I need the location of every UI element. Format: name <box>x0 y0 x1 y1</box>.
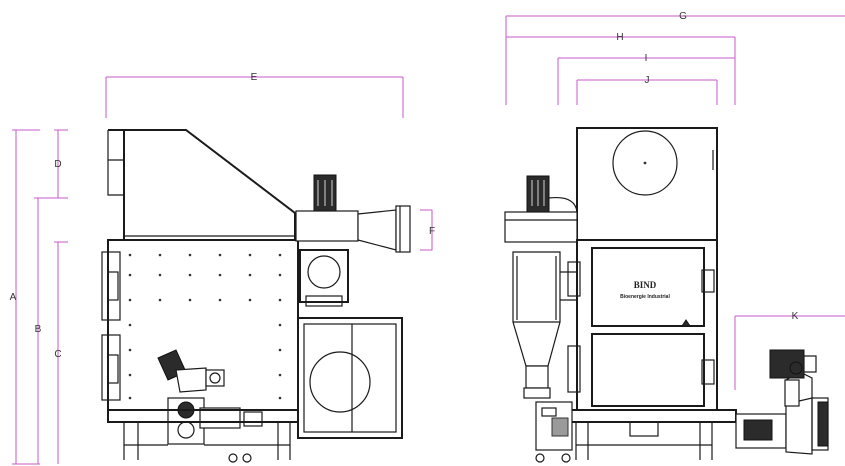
right-hopper-opening <box>612 130 678 196</box>
right-upper-panel <box>591 247 705 327</box>
brand-plate: BIND Bioenergie Industrial <box>620 280 670 300</box>
right-view-boiler: BIND Bioenergie Industrial <box>504 127 829 463</box>
right-view-dimensions: G H I J K <box>505 11 845 390</box>
dim-line-a <box>12 129 40 465</box>
right-hopper <box>576 127 718 241</box>
dim-label-k: K <box>792 311 799 322</box>
dim-label-j: J <box>645 75 650 86</box>
dim-line-c <box>54 241 68 464</box>
right-lower-panel <box>591 333 705 407</box>
left-exhaust-duct <box>357 209 397 251</box>
dim-label-c: C <box>54 349 61 360</box>
dim-line-f <box>420 209 433 251</box>
dim-line-j <box>576 79 718 105</box>
right-feed-auger <box>735 349 829 455</box>
dim-label-a: A <box>10 292 17 303</box>
dim-line-e <box>105 76 404 118</box>
dim-label-h: H <box>616 32 623 43</box>
left-upper-cyclone-box <box>299 249 349 303</box>
dim-label-b: B <box>35 324 42 335</box>
left-view-dimensions: A B C D E F <box>10 72 435 465</box>
brand-name: BIND <box>634 280 657 290</box>
right-ash-cart <box>535 401 573 463</box>
brand-subtitle: Bioenergie Industrial <box>620 294 670 300</box>
right-cyclone <box>512 251 577 399</box>
left-fan-housing <box>295 210 359 242</box>
dim-line-g <box>505 15 845 105</box>
dim-line-k <box>734 315 845 390</box>
dim-label-i: I <box>645 53 648 64</box>
right-fan-housing <box>504 211 578 243</box>
dim-label-g: G <box>679 11 687 22</box>
left-burner-assembly <box>157 349 263 445</box>
dim-label-f: F <box>429 226 435 237</box>
left-hopper <box>108 129 296 241</box>
dim-line-d <box>54 129 68 199</box>
left-view-boiler <box>101 129 411 463</box>
left-ash-box <box>297 317 403 439</box>
left-base-frame <box>107 409 299 423</box>
dim-line-h <box>506 36 736 105</box>
right-base-frame <box>565 409 737 423</box>
dim-label-e: E <box>251 72 258 83</box>
dim-line-i <box>557 57 735 105</box>
dim-label-d: D <box>54 159 61 170</box>
left-bolt-pattern <box>128 253 282 400</box>
